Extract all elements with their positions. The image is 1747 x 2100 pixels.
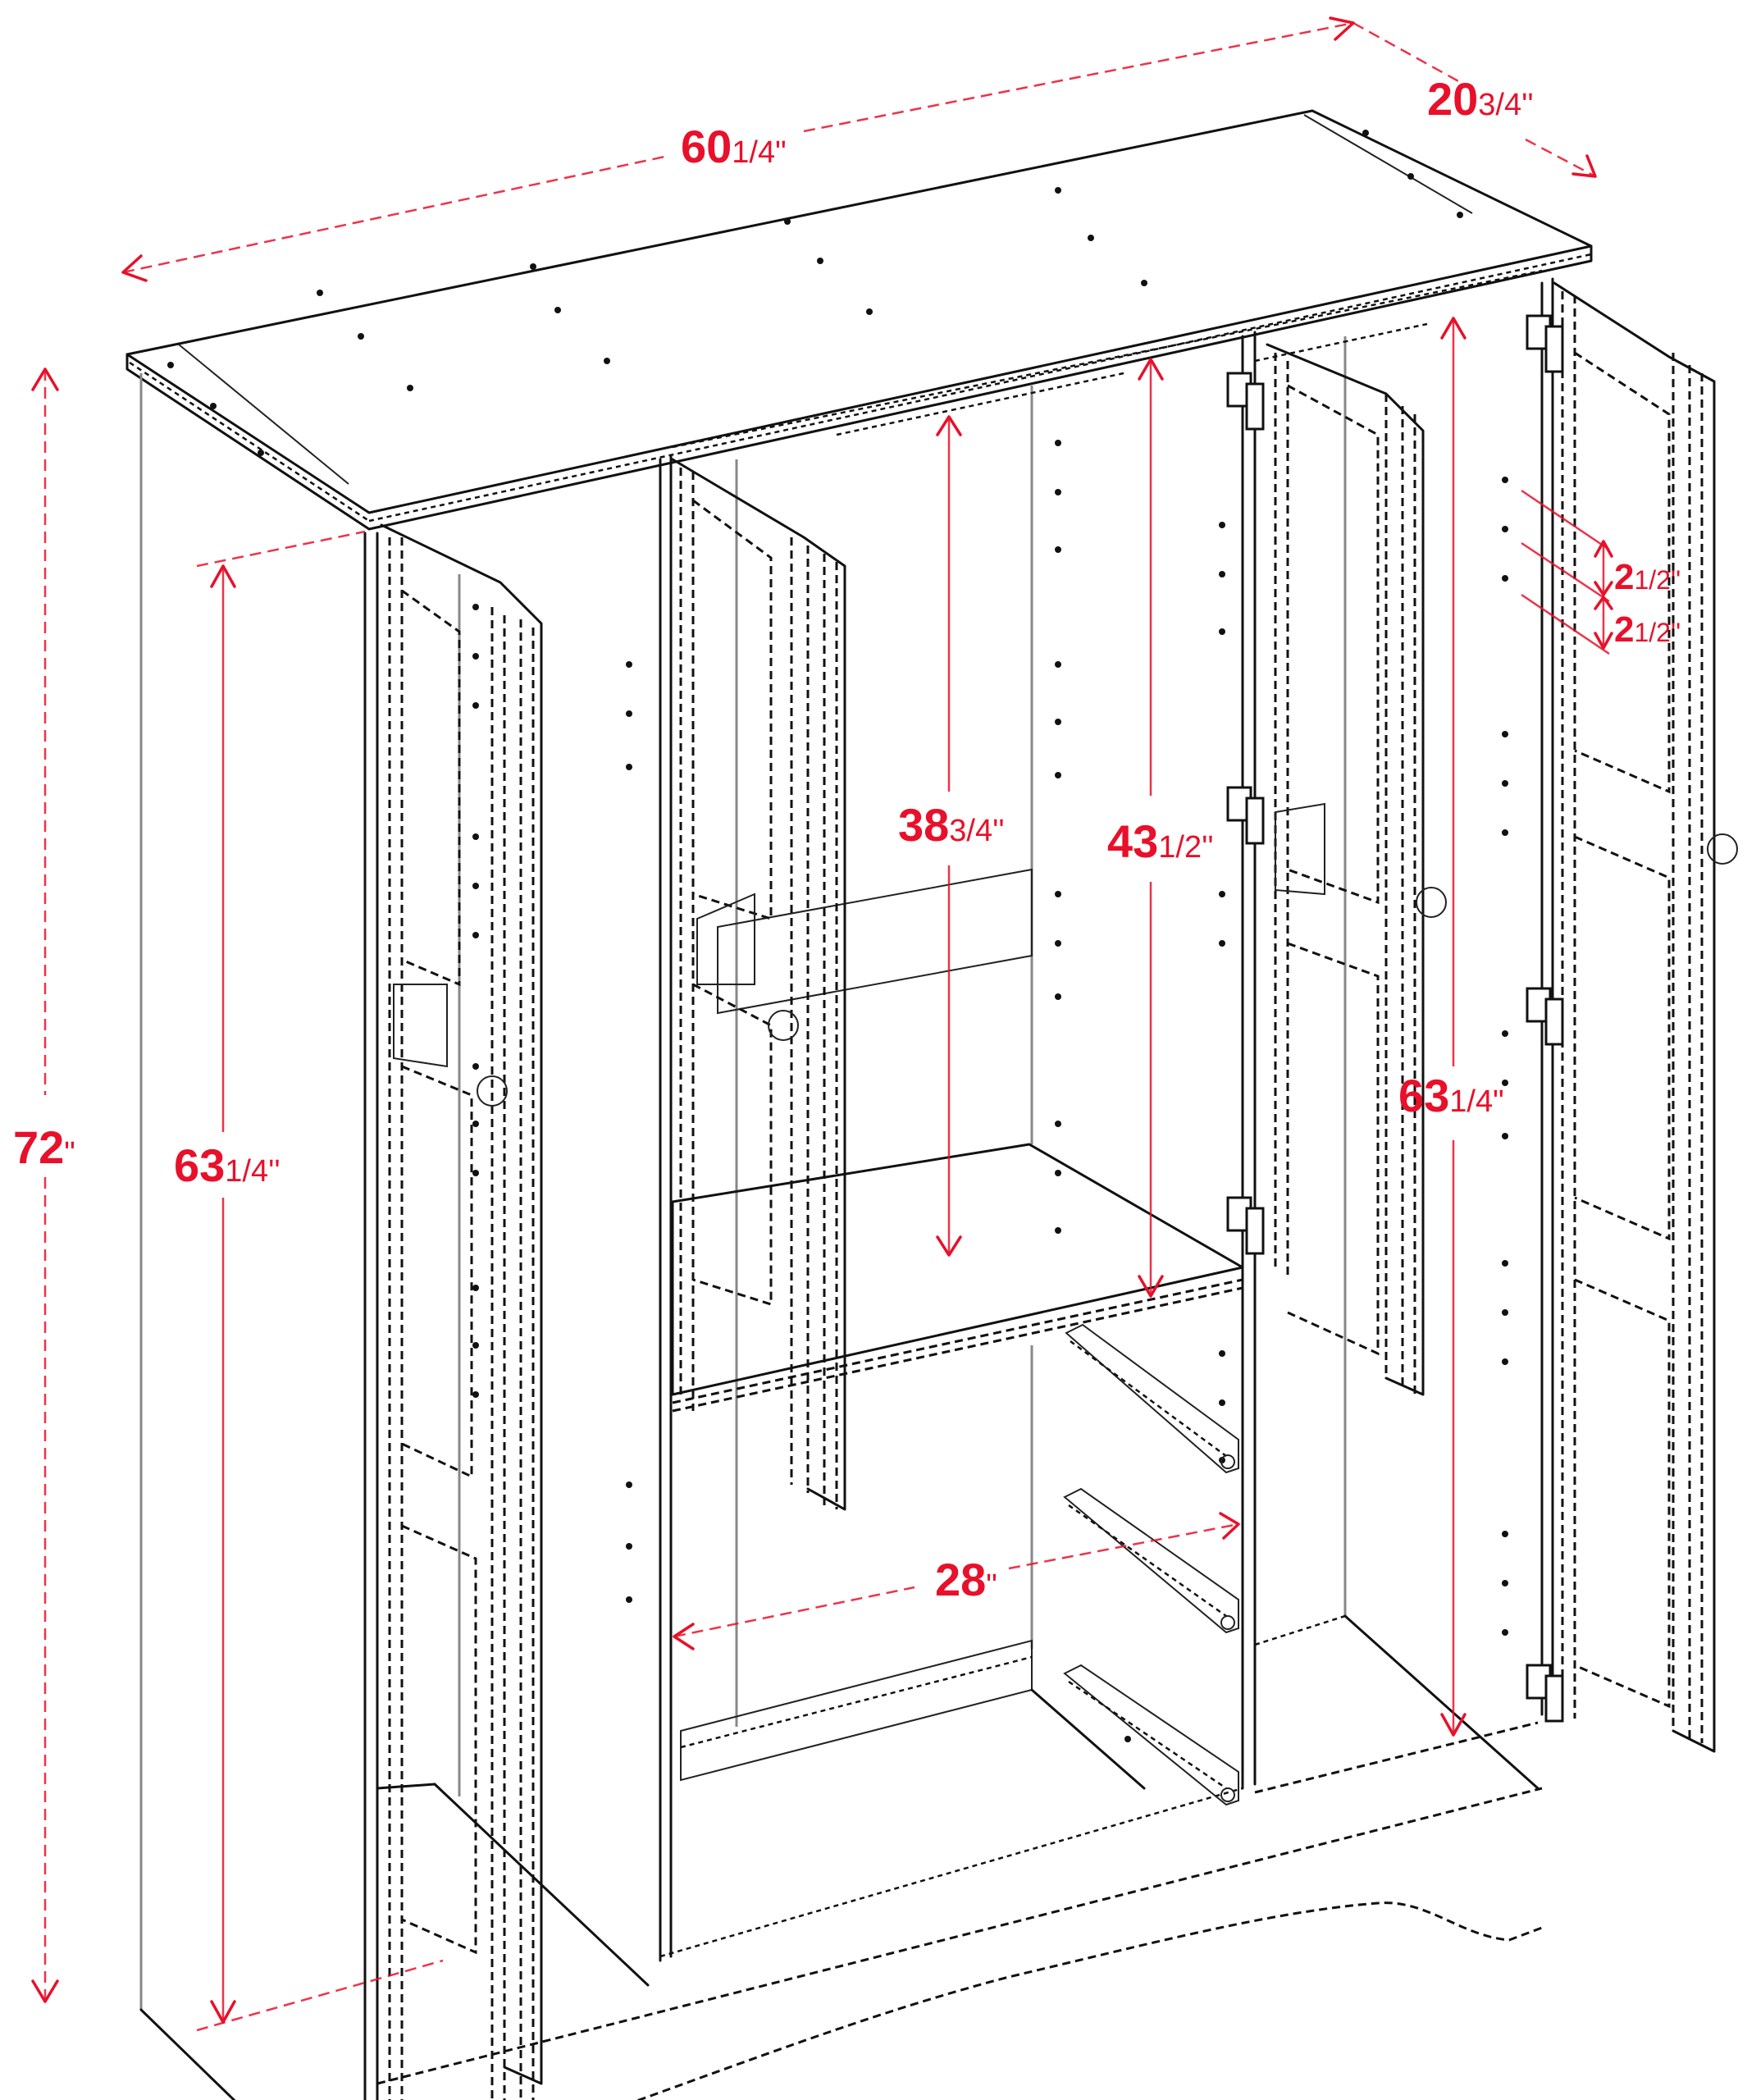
width-dimension-label: 601/4" (681, 121, 787, 172)
center-full-height-label: 431/2'' (1107, 815, 1214, 867)
center-left-door (671, 458, 846, 1511)
arrow-up-icon (1594, 540, 1613, 558)
depth-dimension-label: 203/4'' (1427, 73, 1534, 125)
center-upper-height-label: 383/4'' (898, 799, 1005, 851)
left-door (380, 523, 543, 2100)
hinge-icon (1526, 314, 1564, 373)
arrow-down-icon (936, 1235, 962, 1257)
arrow-right-icon (1329, 16, 1355, 41)
arrow-right-icon (1219, 1512, 1240, 1540)
dimension-lines (31, 16, 1613, 2032)
hinge-icon (1526, 1664, 1564, 1723)
right-door (1553, 281, 1738, 1753)
arrow-down-icon (1138, 1275, 1164, 1298)
hinge-icon (1226, 372, 1265, 431)
arrow-left-icon (121, 254, 148, 282)
cabinet-top (125, 109, 1593, 531)
left-door-height-label: 631/4'' (174, 1139, 281, 1191)
cabinet-body (139, 269, 1554, 2100)
drawer-slide-icon (1063, 1664, 1239, 1806)
hinges (1226, 314, 1564, 1723)
arrow-down-icon (1440, 1713, 1466, 1737)
arrow-down-right-icon (1571, 154, 1597, 178)
center-right-door (1266, 343, 1447, 1396)
shelf-spacing-label-1: 21/2'' (1614, 557, 1681, 597)
arrow-up-icon (210, 564, 236, 588)
drawer-slide-icon (1063, 1487, 1239, 1634)
hinge-icon (1226, 786, 1265, 845)
arrow-left-icon (673, 1623, 695, 1650)
drawer-slides (1063, 1323, 1239, 1806)
arrow-up-icon (1440, 317, 1466, 340)
arrow-up-icon (31, 368, 59, 391)
shelf-spacing-label-2: 21/2'' (1614, 609, 1681, 650)
arrow-up-icon (1138, 358, 1164, 381)
arrow-down-icon (31, 1979, 59, 2003)
dimension-labels: 601/4" 203/4'' 72" 631/4'' 383/4'' 431/2… (13, 73, 1681, 1605)
right-interior-height-label: 631/4" (1398, 1070, 1504, 1121)
arrow-down-icon (1594, 632, 1613, 650)
arrow-down-icon (210, 2000, 236, 2024)
hinge-icon (1526, 987, 1564, 1046)
height-dimension-label: 72" (13, 1121, 75, 1173)
arrow-down-icon (1594, 581, 1613, 596)
arrow-up-icon (1594, 596, 1613, 610)
shelf-pin-holes (472, 440, 1508, 1742)
arrow-up-icon (936, 415, 962, 436)
center-width-label: 28" (935, 1554, 997, 1605)
drawer-slide-icon (1065, 1323, 1239, 1474)
hinge-icon (1226, 1196, 1265, 1255)
